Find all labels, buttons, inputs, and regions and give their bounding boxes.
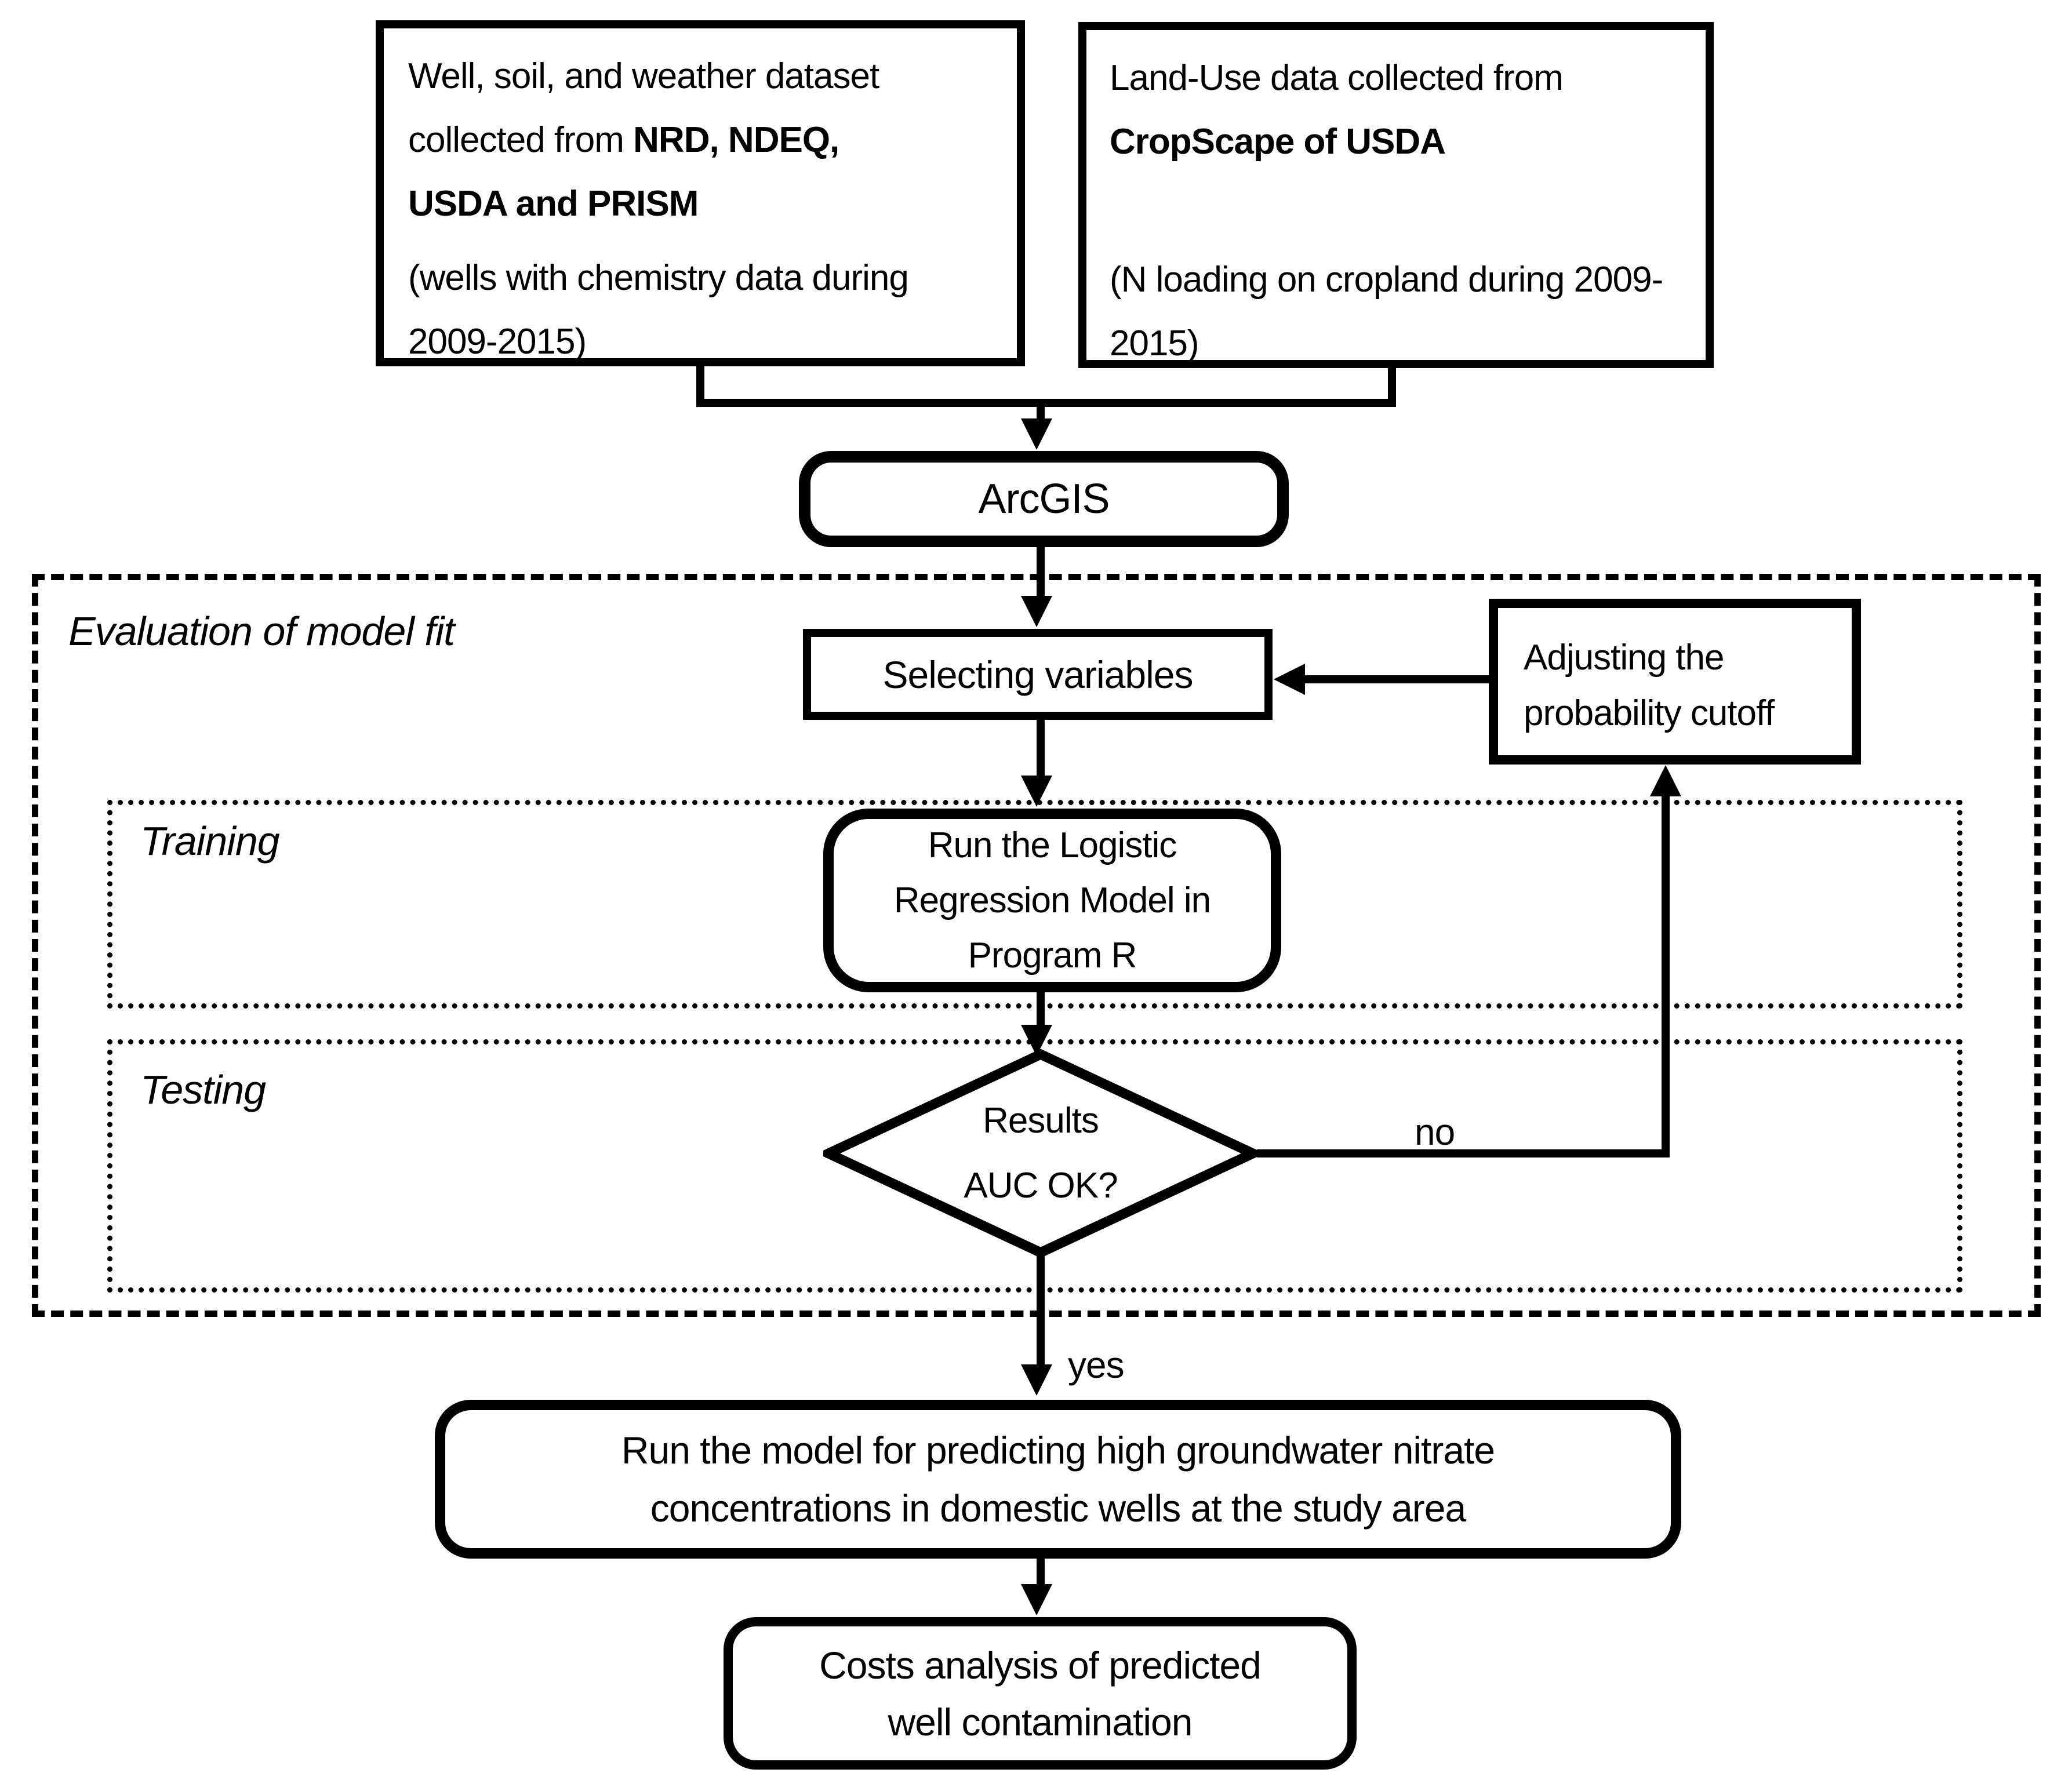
arrowhead-to-arcgis [1021, 418, 1052, 450]
training-label: Training [140, 818, 280, 864]
landuse-box: Land-Use data collected from CropScape o… [1078, 22, 1714, 368]
landuse-line1: Land-Use data collected from [1110, 58, 1564, 98]
run-to-decision-stem [1037, 991, 1045, 1027]
no-line-horizontal [1257, 1149, 1670, 1157]
well-dataset-note2: 2009-2015) [408, 322, 587, 362]
arrowhead-to-selecting-right [1274, 664, 1305, 695]
yes-label: yes [1068, 1344, 1125, 1386]
adjusting-line1: Adjusting the [1524, 638, 1724, 678]
testing-dotted-box: Testing [107, 1039, 1962, 1293]
predict-to-costs-stem [1037, 1557, 1045, 1586]
arrowhead-to-selecting [1021, 596, 1052, 627]
arrowhead-to-adjusting [1650, 765, 1681, 796]
evaluation-dashed-box: Evaluation of model fit [32, 574, 2041, 1317]
landuse-note2: 2015) [1110, 323, 1199, 363]
run-model-line1: Run the Logistic [928, 825, 1177, 865]
decision-line1: Results [983, 1101, 1099, 1141]
selecting-variables-box: Selecting variables [803, 629, 1273, 720]
landuse-line2: CropScape of USDA [1110, 122, 1446, 162]
well-dataset-box: Well, soil, and weather dataset collecte… [376, 20, 1025, 366]
adjusting-cutoff-box: Adjusting the probability cutoff [1489, 599, 1861, 765]
predict-box: Run the model for predicting high ground… [435, 1400, 1681, 1559]
no-label: no [1415, 1111, 1455, 1153]
connector-merge-stem [1037, 403, 1045, 421]
costs-line2: well contamination [888, 1700, 1193, 1743]
decision-line2: AUC OK? [964, 1166, 1118, 1206]
arcgis-to-selecting-stem [1037, 546, 1045, 597]
arcgis-label: ArcGIS [978, 476, 1110, 522]
decision-diamond [823, 1049, 1258, 1258]
selecting-variables-label: Selecting variables [882, 653, 1194, 696]
connector-right-stub [1388, 364, 1396, 403]
connector-merge-bar [696, 399, 1396, 407]
decision-diamond-shape [823, 1049, 1258, 1258]
landuse-note1: (N loading on cropland during 2009- [1110, 260, 1663, 300]
costs-box: Costs analysis of predicted well contami… [724, 1617, 1357, 1770]
testing-label: Testing [140, 1067, 266, 1112]
yes-line-vertical [1037, 1251, 1045, 1367]
arrowhead-to-predict [1021, 1364, 1052, 1396]
well-dataset-note1: (wells with chemistry data during [408, 258, 909, 298]
selecting-to-run-stem [1037, 719, 1045, 778]
well-dataset-line2: collected from NRD, NDEQ, [408, 120, 839, 160]
predict-line2: concentrations in domestic wells at the … [650, 1487, 1466, 1530]
adjusting-line2: probability cutoff [1524, 693, 1775, 733]
arcgis-box: ArcGIS [799, 451, 1289, 547]
training-dotted-box: Training [107, 800, 1962, 1009]
costs-line1: Costs analysis of predicted [819, 1643, 1262, 1687]
run-model-line2: Regression Model in [893, 880, 1211, 920]
run-model-line3: Program R [968, 935, 1137, 975]
predict-line1: Run the model for predicting high ground… [621, 1429, 1495, 1472]
connector-left-stub [696, 364, 704, 403]
well-dataset-line3: USDA and PRISM [408, 184, 699, 224]
evaluation-label: Evaluation of model fit [68, 609, 455, 654]
arrowhead-to-costs [1021, 1584, 1052, 1615]
run-model-box: Run the Logistic Regression Model in Pro… [823, 809, 1281, 992]
well-dataset-line1: Well, soil, and weather dataset [408, 56, 879, 96]
no-line-vertical [1662, 795, 1670, 1157]
adjusting-to-selecting-line [1299, 675, 1490, 683]
